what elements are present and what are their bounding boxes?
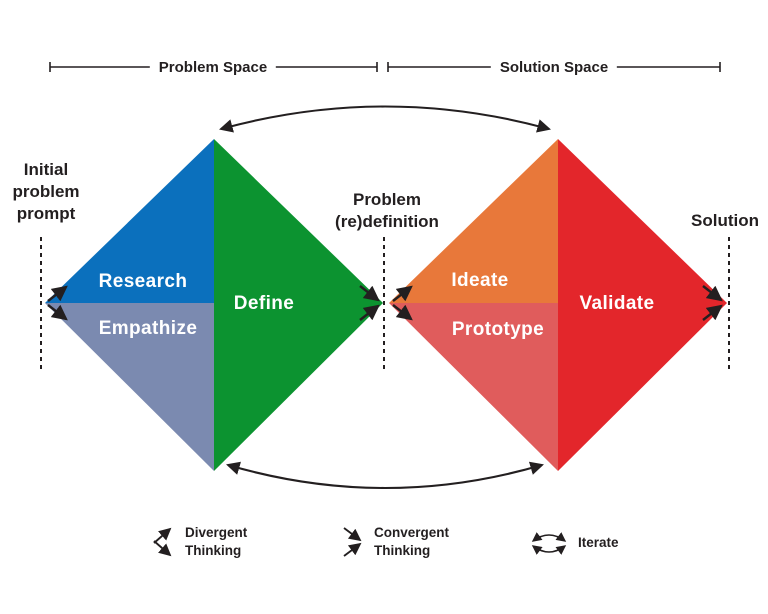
dashed-guides — [40, 237, 730, 372]
convergent-arrow-right-tip-upper — [702, 285, 723, 302]
divergent-icon-down-stroke — [153, 540, 172, 557]
divergent-arrow-left-tip-down — [47, 304, 68, 321]
define-triangle — [214, 139, 383, 471]
empathize-triangle — [45, 303, 214, 471]
divergent-arrows-icon — [153, 527, 172, 557]
top-iterate-arrow — [219, 105, 551, 133]
tip-arrows — [47, 285, 723, 321]
convergent-arrow-center-left-lower — [359, 304, 380, 321]
divergent-arrow-left-tip-up — [47, 285, 68, 302]
convergent-icon-up-stroke — [343, 542, 362, 557]
iterate-cycle-icon — [531, 532, 567, 555]
convergent-arrow-center-left-upper — [359, 285, 380, 302]
iterate-icon-bottom-arc — [531, 545, 567, 555]
divergent-icon-up-stroke — [153, 527, 172, 544]
convergent-arrows-icon — [343, 527, 362, 557]
convergent-icon-down-stroke — [343, 527, 362, 542]
research-triangle — [45, 139, 214, 303]
divergent-arrow-center-right-down — [392, 304, 413, 321]
convergent-arrow-right-tip-lower — [702, 304, 723, 321]
prototype-triangle — [389, 303, 558, 471]
ideate-triangle — [389, 139, 558, 303]
iterate-icon-top-arc — [531, 532, 567, 542]
divergent-arrow-center-right-up — [392, 285, 413, 302]
iterate-arcs — [219, 105, 551, 490]
legend-icons — [153, 527, 567, 557]
header-brackets — [49, 62, 721, 72]
validate-triangle — [558, 139, 727, 471]
bottom-iterate-arrow — [226, 461, 544, 490]
